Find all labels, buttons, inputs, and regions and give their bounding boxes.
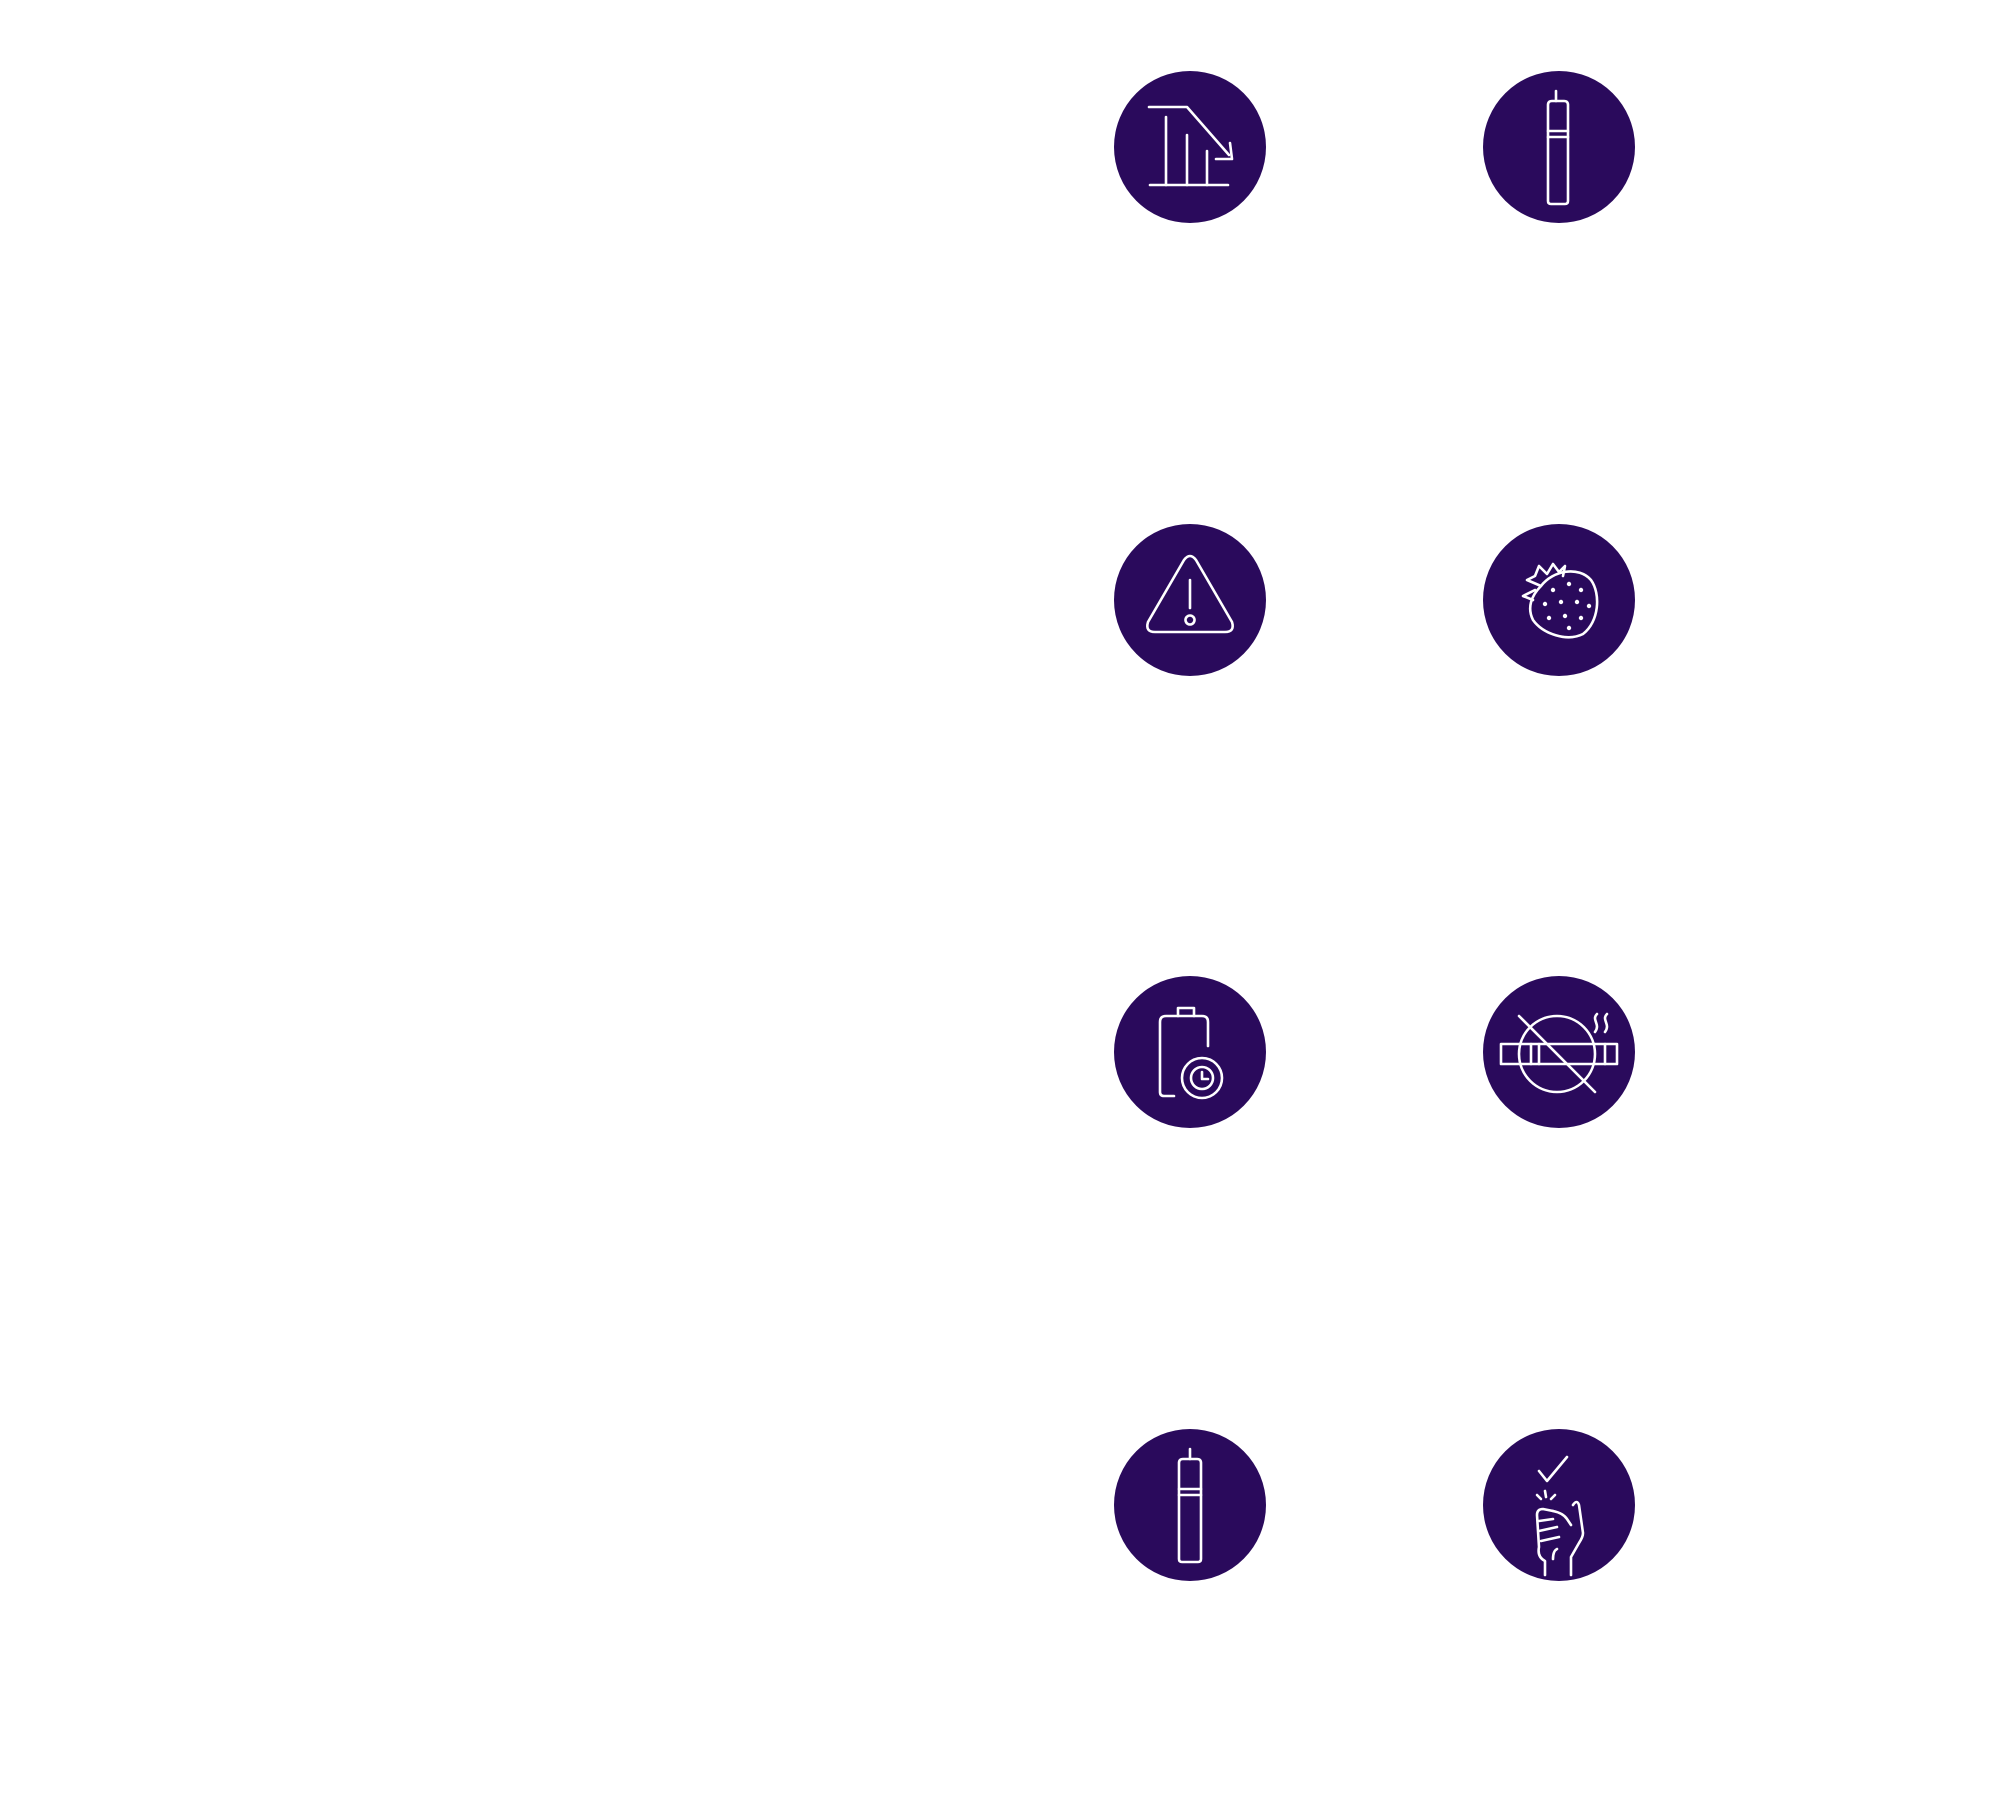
hand-check-icon [1535, 1455, 1585, 1577]
strawberry-icon [1521, 562, 1599, 639]
vape-device-icon [1546, 89, 1570, 206]
vape-device-icon [1177, 1447, 1203, 1564]
no-smoking-badge [1483, 976, 1635, 1128]
declining-bar-chart-icon [1147, 105, 1234, 187]
declining-bar-chart-badge [1114, 71, 1266, 223]
battery-clock-badge [1114, 976, 1266, 1128]
no-smoking-icon [1499, 1012, 1619, 1094]
hand-check-badge [1483, 1429, 1635, 1581]
vape-device-badge [1483, 71, 1635, 223]
warning-triangle-badge [1114, 524, 1266, 676]
battery-clock-icon [1158, 1006, 1224, 1100]
vape-device-badge-2 [1114, 1429, 1266, 1581]
strawberry-badge [1483, 524, 1635, 676]
warning-triangle-icon [1146, 554, 1234, 634]
